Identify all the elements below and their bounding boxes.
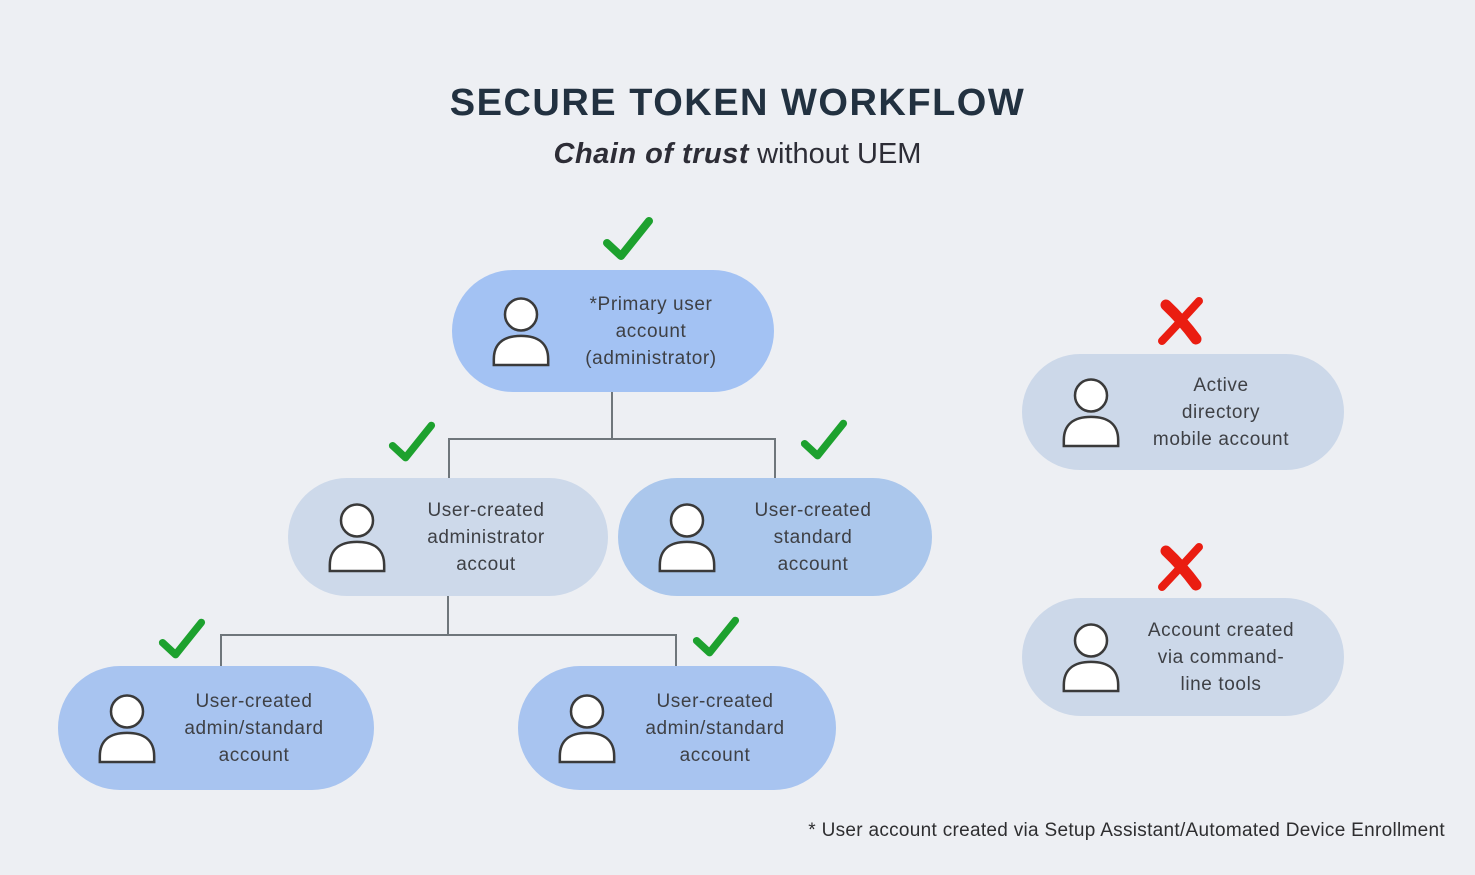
connector-line: [675, 634, 677, 666]
checkmark-icon: [800, 418, 848, 462]
node-user-created-standard: User-created standard account: [618, 478, 932, 596]
node-primary-user-account: *Primary user account (administrator): [452, 270, 774, 392]
node-command-line-account: Account created via command- line tools: [1022, 598, 1344, 716]
node-label: User-created admin/standard account: [645, 690, 785, 766]
checkmark-icon: [388, 420, 436, 464]
node-user-created-admin-standard-right: User-created admin/standard account: [518, 666, 836, 790]
person-icon: [488, 295, 554, 367]
subtitle-italic: Chain of trust: [553, 138, 750, 170]
connector-line: [220, 634, 222, 666]
page-subtitle: Chain of trust without UEM: [0, 138, 1475, 171]
person-icon: [1058, 621, 1124, 693]
cross-icon: [1152, 538, 1210, 594]
connector-line: [447, 596, 449, 634]
person-icon: [94, 692, 160, 764]
person-icon: [654, 501, 720, 573]
checkmark-icon: [158, 617, 206, 661]
connector-line: [611, 392, 613, 438]
node-label: User-created admin/standard account: [184, 690, 324, 766]
checkmark-icon: [602, 216, 654, 262]
node-label: *Primary user account (administrator): [585, 293, 717, 369]
cross-icon: [1152, 292, 1210, 348]
footnote: * User account created via Setup Assista…: [808, 820, 1445, 841]
node-user-created-administrator: User-created administrator accout: [288, 478, 608, 596]
page-title: SECURE TOKEN WORKFLOW: [449, 82, 1026, 124]
subtitle-regular: without UEM: [749, 138, 922, 170]
checkmark-icon: [692, 615, 740, 659]
person-icon: [1058, 376, 1124, 448]
connector-line: [220, 634, 677, 636]
node-label: Account created via command- line tools: [1147, 619, 1295, 695]
person-icon: [554, 692, 620, 764]
connector-line: [448, 438, 776, 440]
connector-line: [448, 438, 450, 478]
connector-line: [774, 438, 776, 478]
node-label: User-created standard account: [754, 499, 872, 575]
node-user-created-admin-standard-left: User-created admin/standard account: [58, 666, 374, 790]
node-label: Active directory mobile account: [1152, 374, 1290, 450]
node-label: User-created administrator accout: [427, 499, 545, 575]
node-active-directory-mobile: Active directory mobile account: [1022, 354, 1344, 470]
person-icon: [324, 501, 390, 573]
